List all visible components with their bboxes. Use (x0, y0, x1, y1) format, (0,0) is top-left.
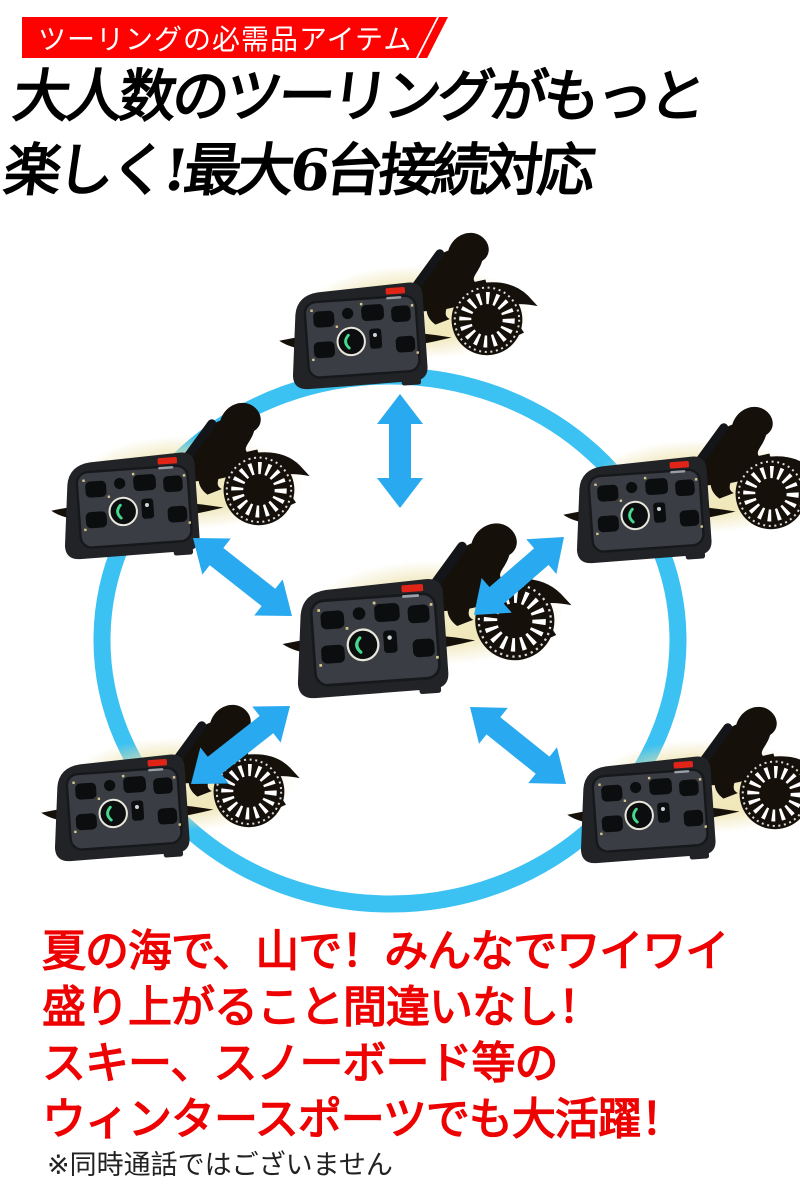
link-arrow-1 (377, 394, 423, 508)
connection-diagram (0, 225, 800, 913)
disclaimer-note: ※同時通話ではございません (47, 1150, 393, 1180)
marketing-text-line: スキー、スノーボード等の (42, 1039, 559, 1088)
link-arrow-4 (191, 706, 290, 784)
ribbon-banner-label: ツーリングの必需品アイテム (38, 23, 413, 55)
page-title: 大人数のツーリングがもっと 楽しく!最大6台接続対応 (0, 60, 707, 208)
ribbon-banner-shape: ツーリングの必需品アイテム (22, 17, 437, 58)
marketing-text-line: 盛り上がること間違いなし！ (42, 983, 602, 1032)
rider-node-center (283, 523, 572, 698)
link-arrow-5 (470, 707, 566, 784)
rider-node-upper-right (563, 407, 800, 563)
marketing-text-line: 夏の海で、山で！みんなでワイワイ (42, 927, 729, 976)
rider-node-top (279, 233, 537, 389)
rider-node-upper-left (51, 403, 309, 559)
link-arrow-3 (474, 537, 564, 615)
headline-line2: 楽しく!最大6台接続対応 (0, 137, 596, 204)
link-arrow-2 (193, 538, 292, 616)
marketing-text-line: ウィンタースポーツでも大活躍！ (42, 1095, 685, 1144)
rider-node-lower-right (567, 707, 800, 863)
marketing-copy: 夏の海で、山で！みんなでワイワイ 盛り上がること間違いなし！ スキー、スノーボー… (42, 924, 729, 1148)
headline-line1: 大人数のツーリングがもっと (9, 63, 707, 130)
